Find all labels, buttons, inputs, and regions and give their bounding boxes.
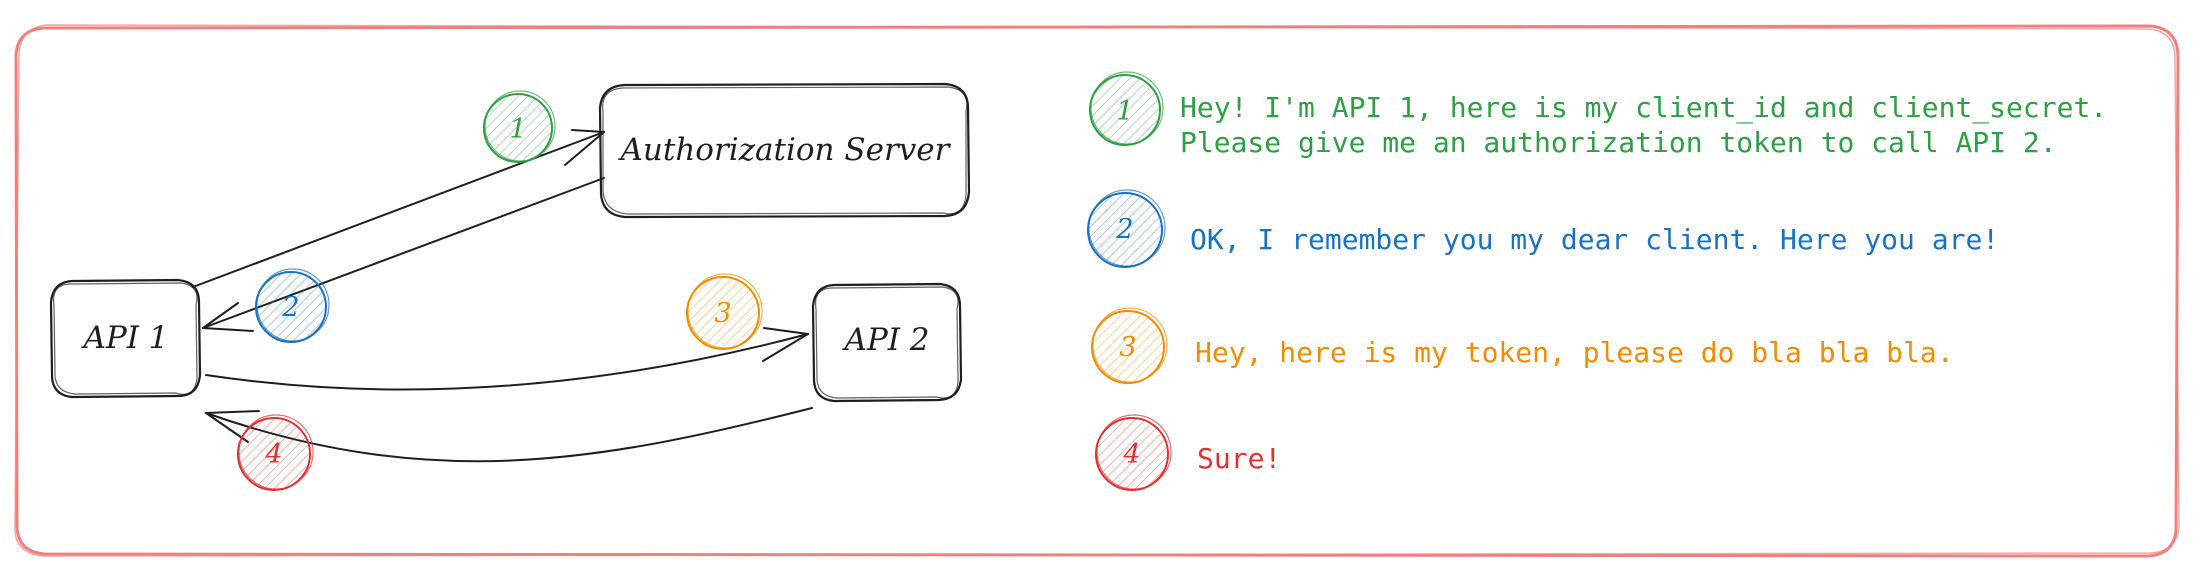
diagram-badge-4-number: 4 (264, 439, 282, 470)
api2-node: API 2 (811, 282, 963, 403)
diagram-badge-2-number: 2 (281, 292, 299, 323)
api2-label: API 2 (841, 322, 929, 358)
legend-step-1-line-2: Please give me an authorization token to… (1180, 126, 2057, 159)
legend-step-2: 2 OK, I remember you my dear client. Her… (1087, 189, 1999, 268)
legend-step-1: 1 Hey! I'm API 1, here is my client_id a… (1089, 71, 2107, 159)
legend-step-2-text: OK, I remember you my dear client. Here … (1190, 223, 1999, 256)
legend-step-4: 4 Sure! (1095, 414, 1281, 491)
diagram-badge-3-number: 3 (714, 298, 731, 329)
legend-step-3: 3 Hey, here is my token, please do bla b… (1091, 307, 1954, 384)
diagram-badge-1: 1 (483, 90, 556, 163)
legend-badge-4-number: 4 (1122, 439, 1140, 470)
legend-step-1-line-1: Hey! I'm API 1, here is my client_id and… (1180, 91, 2107, 125)
legend-step-3-text: Hey, here is my token, please do bla bla… (1195, 336, 1954, 369)
diagram-badge-2: 2 (255, 268, 330, 343)
legend-badge-1-number: 1 (1116, 96, 1133, 127)
legend-badge-2-number: 2 (1115, 214, 1133, 245)
diagram-badge-3: 3 (686, 273, 763, 350)
legend-step-4-text: Sure! (1197, 442, 1281, 475)
legend: 1 Hey! I'm API 1, here is my client_id a… (1087, 71, 2107, 491)
outer-frame (14, 24, 2180, 558)
diagram-badge-1-number: 1 (509, 114, 526, 145)
api1-node: API 1 (49, 278, 202, 399)
legend-badge-3-number: 3 (1119, 332, 1136, 363)
diagram-badge-4: 4 (237, 414, 314, 491)
authorization-server-label: Authorization Server (618, 132, 952, 168)
authorization-server-node: Authorization Server (598, 82, 971, 219)
api1-label: API 1 (80, 320, 168, 356)
arrow-step-3 (205, 327, 809, 391)
